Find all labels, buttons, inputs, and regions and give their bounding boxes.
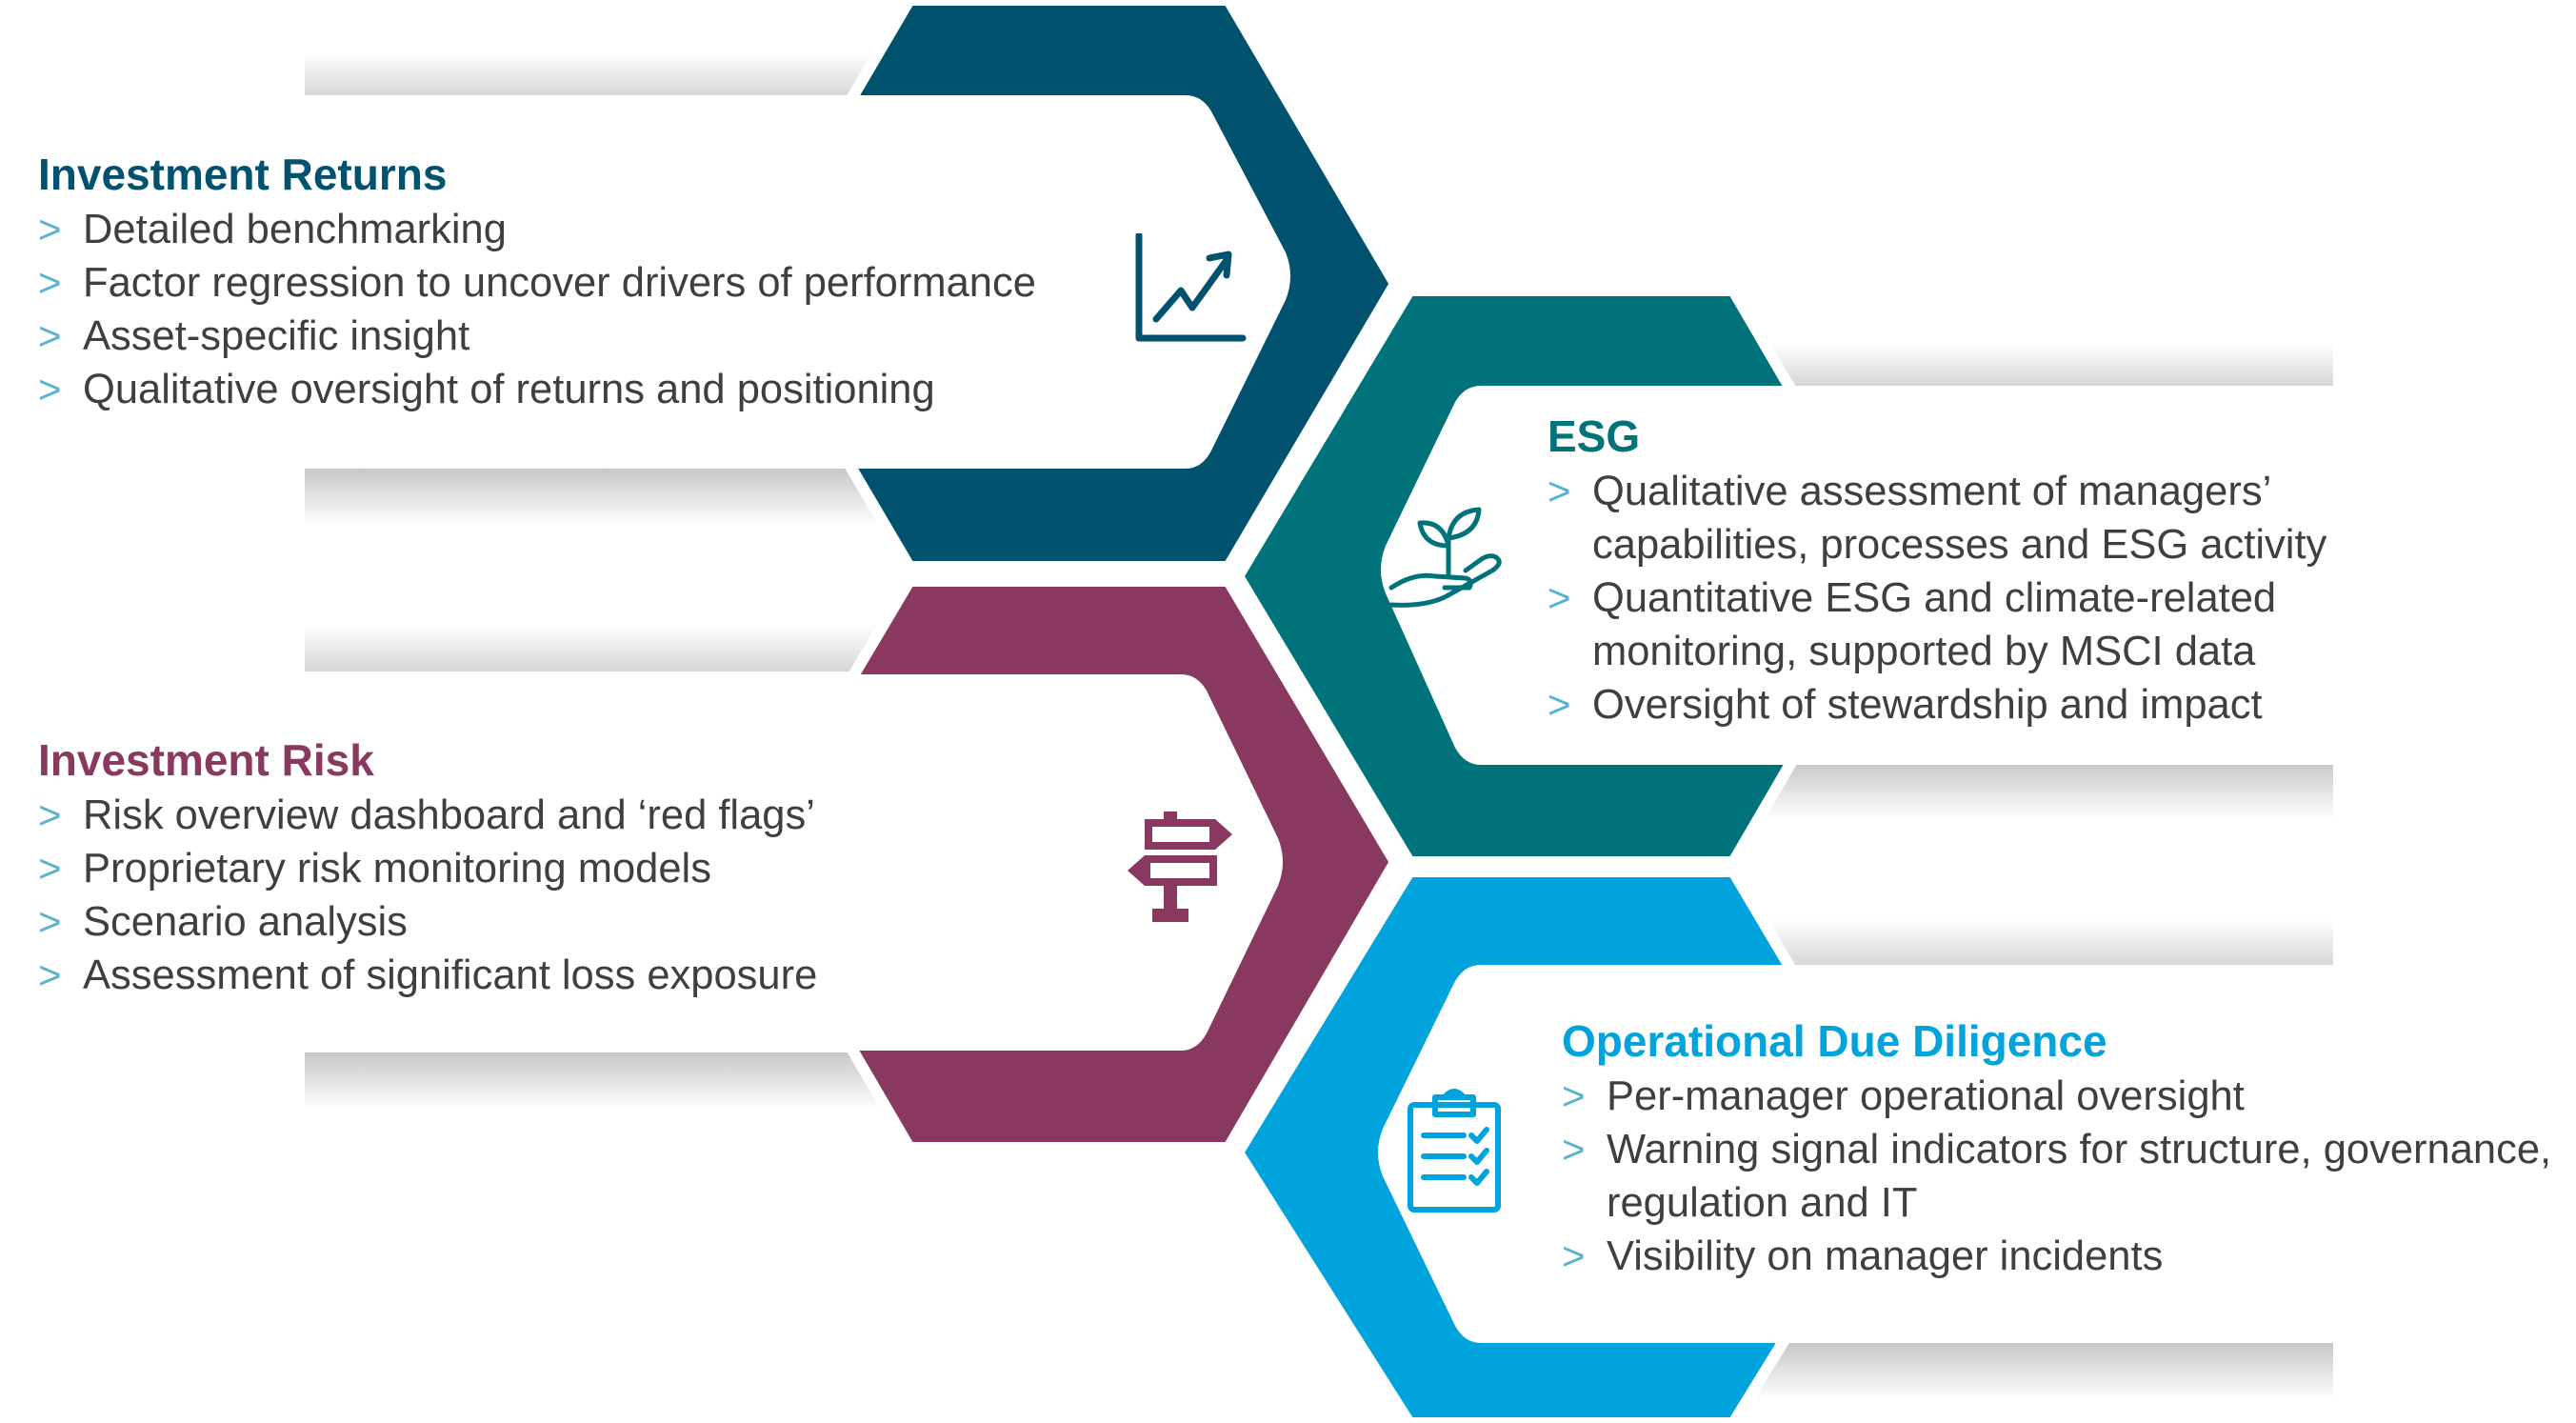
- list-item: >Assessment of significant loss exposure: [38, 949, 817, 1002]
- clipboard-checklist-icon: [1408, 1089, 1501, 1213]
- bullet-list: >Per-manager operational oversight >Warn…: [1562, 1070, 2568, 1283]
- chevron-icon: >: [38, 367, 62, 411]
- section-title: Operational Due Diligence: [1562, 1016, 2107, 1066]
- list-item: >Qualitative oversight of returns and po…: [38, 363, 1036, 416]
- section-investment-risk: Investment Risk >Risk overview dashboard…: [38, 733, 817, 1002]
- line-chart-icon: [1135, 233, 1247, 342]
- signpost-icon: [1128, 812, 1232, 922]
- list-item: >Detailed benchmarking: [38, 203, 1036, 256]
- section-title: Investment Risk: [38, 735, 374, 785]
- chevron-icon: >: [1562, 1233, 1586, 1278]
- card-shadow: [1743, 762, 2333, 819]
- list-item: >Factor regression to uncover drivers of…: [38, 256, 1036, 310]
- plant-in-hand-icon: [1388, 507, 1502, 608]
- card-esg: [1381, 386, 2576, 765]
- card-shadow: [1743, 343, 2333, 386]
- list-item: >Proprietary risk monitoring models: [38, 842, 817, 895]
- list-item: >Visibility on manager incidents: [1562, 1230, 2568, 1283]
- section-title: ESG: [1548, 411, 1641, 461]
- card-investment-returns: [0, 95, 1290, 469]
- chevron-icon: >: [38, 899, 62, 944]
- section-operational-due-diligence: Operational Due Diligence >Per-manager o…: [1562, 1014, 2568, 1283]
- list-item: >Risk overview dashboard and ‘red flags’: [38, 789, 817, 842]
- chevron-icon: >: [1562, 1127, 1586, 1172]
- card-shadow: [1743, 919, 2333, 967]
- section-esg: ESG >Qualitative assessment of managers’…: [1548, 410, 2449, 732]
- chevron-icon: >: [38, 260, 62, 305]
- bullet-list: >Detailed benchmarking >Factor regressio…: [38, 203, 1036, 416]
- card-operational-due-diligence: [1378, 965, 2576, 1343]
- chevron-icon: >: [38, 846, 62, 891]
- list-item: >Per-manager operational oversight: [1562, 1070, 2568, 1123]
- chevron-icon: >: [1548, 682, 1571, 727]
- section-title: Investment Returns: [38, 150, 448, 199]
- section-investment-returns: Investment Returns >Detailed benchmarkin…: [38, 148, 1036, 416]
- chevron-icon: >: [1548, 469, 1571, 513]
- bullet-list: >Risk overview dashboard and ‘red flags’…: [38, 789, 817, 1002]
- card-shadow: [1743, 1343, 2333, 1400]
- chevron-icon: >: [1548, 575, 1571, 620]
- chevron-icon: >: [38, 952, 62, 997]
- list-item: >Warning signal indicators for structure…: [1562, 1123, 2568, 1230]
- list-item: >Qualitative assessment of managers’ cap…: [1548, 465, 2449, 571]
- bullet-list: >Qualitative assessment of managers’ cap…: [1548, 465, 2449, 732]
- chevron-icon: >: [38, 792, 62, 837]
- list-item: >Oversight of stewardship and impact: [1548, 678, 2449, 732]
- list-item: >Asset-specific insight: [38, 310, 1036, 363]
- list-item: >Scenario analysis: [38, 895, 817, 949]
- list-item: >Quantitative ESG and climate-related mo…: [1548, 571, 2449, 678]
- chevron-icon: >: [38, 207, 62, 251]
- chevron-icon: >: [1562, 1073, 1586, 1118]
- chevron-icon: >: [38, 313, 62, 358]
- card-investment-risk: [0, 674, 1283, 1051]
